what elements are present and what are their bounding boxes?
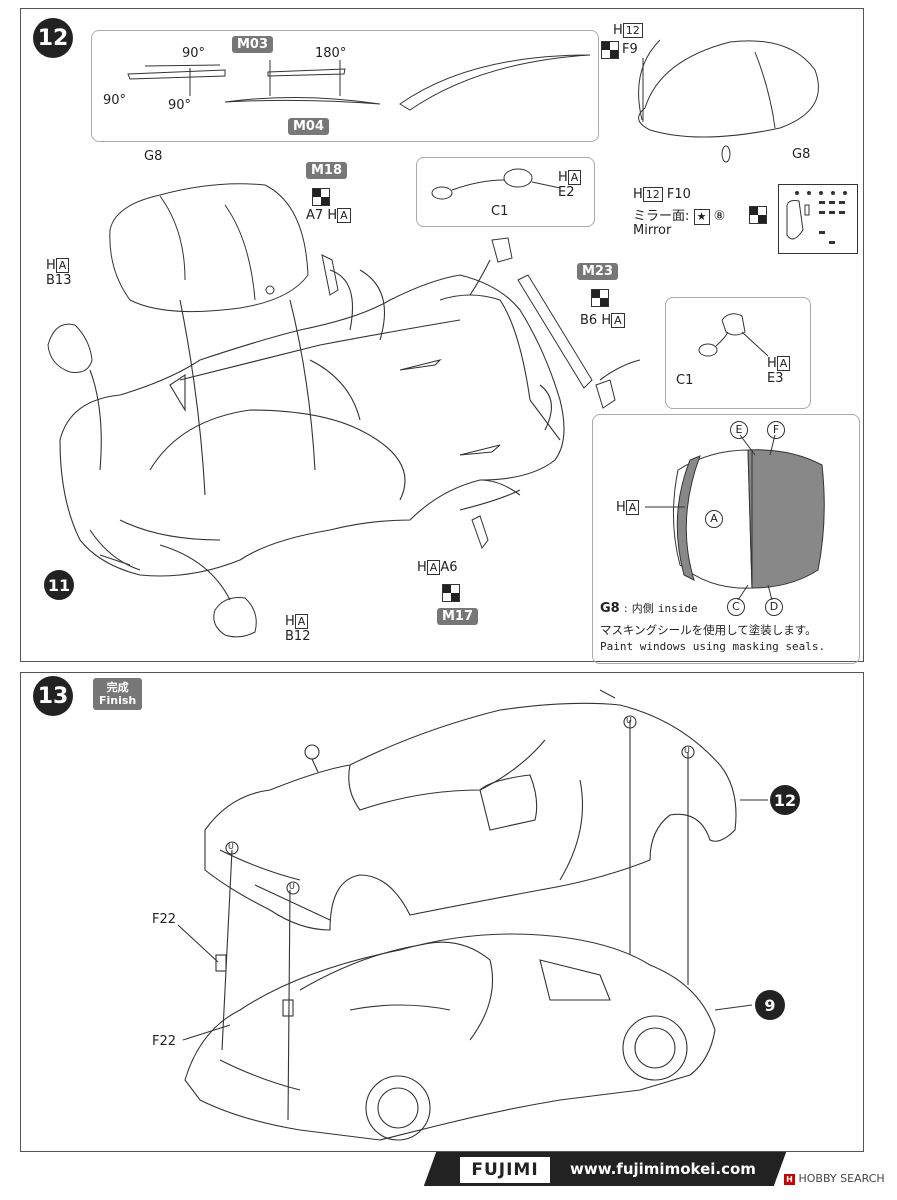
window-label-e: E bbox=[730, 421, 748, 439]
star-icon: ★ bbox=[693, 209, 710, 225]
hobby-search-watermark: H HOBBY SEARCH bbox=[784, 1172, 885, 1185]
part-f22-lower: F22 bbox=[152, 1034, 177, 1049]
window-note-part: G8 : 内側 inside bbox=[600, 601, 698, 616]
decal-badge-m03: M03 bbox=[232, 36, 274, 53]
step12-number: 12 bbox=[33, 18, 73, 58]
rotation-label-1: 90° bbox=[182, 46, 206, 61]
window-label-a: A bbox=[705, 510, 723, 528]
part-f9-label: F9 bbox=[622, 42, 638, 57]
part-c1-right: C1 bbox=[676, 373, 694, 388]
part-g8-top: G8 bbox=[144, 149, 163, 164]
window-note-jp: マスキングシールを使用して塗装します。 bbox=[600, 623, 817, 637]
step12-frame bbox=[20, 8, 864, 662]
window-label-c: C bbox=[727, 598, 745, 616]
ref-step-9: 9 bbox=[755, 990, 785, 1020]
window-masking-box bbox=[592, 414, 860, 664]
part-g8-right: G8 bbox=[792, 147, 811, 162]
part-f22-upper: F22 bbox=[152, 912, 177, 927]
paint-icon-m23 bbox=[591, 289, 609, 307]
rotation-label-2: 90° bbox=[103, 93, 127, 108]
decal-badge-m17: M17 bbox=[437, 608, 479, 625]
footer-url[interactable]: www.fujimimokei.com bbox=[570, 1160, 756, 1178]
rotation-label-3: 90° bbox=[168, 98, 192, 113]
u-label-3: U bbox=[228, 842, 234, 851]
mirror-label: ミラー面: ★ ⑧ bbox=[633, 209, 726, 225]
u-label-1: U bbox=[626, 716, 632, 725]
c1-e3-box bbox=[665, 297, 811, 409]
fujimi-logo: FUJIMI bbox=[458, 1155, 552, 1185]
decal-badge-m04: M04 bbox=[288, 118, 330, 135]
rotation-label-4: 180° bbox=[315, 46, 347, 61]
ref-step-12: 12 bbox=[770, 785, 800, 815]
decal-badge-m23: M23 bbox=[577, 263, 619, 280]
paint-icon-mirror bbox=[749, 206, 767, 224]
window-label-d: D bbox=[765, 598, 783, 616]
paint-icon-m18 bbox=[312, 188, 330, 206]
step13-number: 13 bbox=[33, 676, 73, 716]
decal-sheet-thumbnail bbox=[778, 184, 858, 254]
decal-orientation-box bbox=[91, 30, 599, 142]
decal-badge-m18: M18 bbox=[306, 162, 348, 179]
window-note-en: Paint windows using masking seals. bbox=[600, 640, 826, 653]
u-label-2: U bbox=[684, 746, 690, 755]
ref-step-11: 11 bbox=[44, 570, 74, 600]
c1-e2-box bbox=[416, 157, 595, 227]
paint-icon-m17 bbox=[442, 584, 460, 602]
hobby-search-icon: H bbox=[784, 1174, 795, 1185]
mirror-en: Mirror bbox=[633, 223, 672, 238]
paint-icon-f9 bbox=[601, 41, 619, 59]
part-c1-top: C1 bbox=[491, 204, 509, 219]
step13-frame bbox=[20, 672, 864, 1152]
u-label-4: U bbox=[289, 882, 295, 891]
window-label-f: F bbox=[767, 421, 785, 439]
